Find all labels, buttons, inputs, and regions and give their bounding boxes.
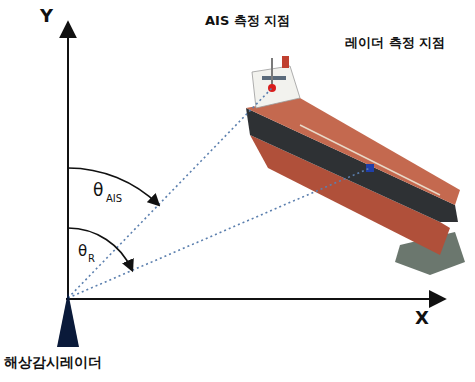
bridge-windows — [262, 76, 286, 80]
radar-label: 해상감시레이더 — [4, 354, 102, 370]
axis-label: Y — [40, 6, 53, 27]
deck-pipe — [300, 125, 440, 195]
axis-label: X — [415, 308, 429, 329]
angle-symbol: θ — [78, 243, 87, 260]
ais-sight-line — [68, 88, 272, 298]
y-axis — [67, 22, 69, 300]
funnel — [282, 56, 289, 68]
point-label: AIS 측정 지점 — [205, 14, 290, 29]
superstructure — [252, 66, 300, 108]
ais-angle-arc — [68, 168, 159, 205]
x-axis — [66, 298, 445, 300]
radar-sight-line — [68, 168, 370, 298]
ship-deck — [246, 98, 460, 205]
mast — [271, 58, 273, 88]
angle-symbol: θ — [93, 181, 103, 201]
ship-hull-top — [246, 108, 458, 222]
radar-symbol — [57, 292, 79, 347]
point-label: 레이더 측정 지점 — [345, 36, 445, 51]
angle-subscript: AIS — [106, 193, 122, 205]
radar-angle-arc — [68, 228, 132, 270]
angle-subscript: R — [88, 253, 95, 265]
